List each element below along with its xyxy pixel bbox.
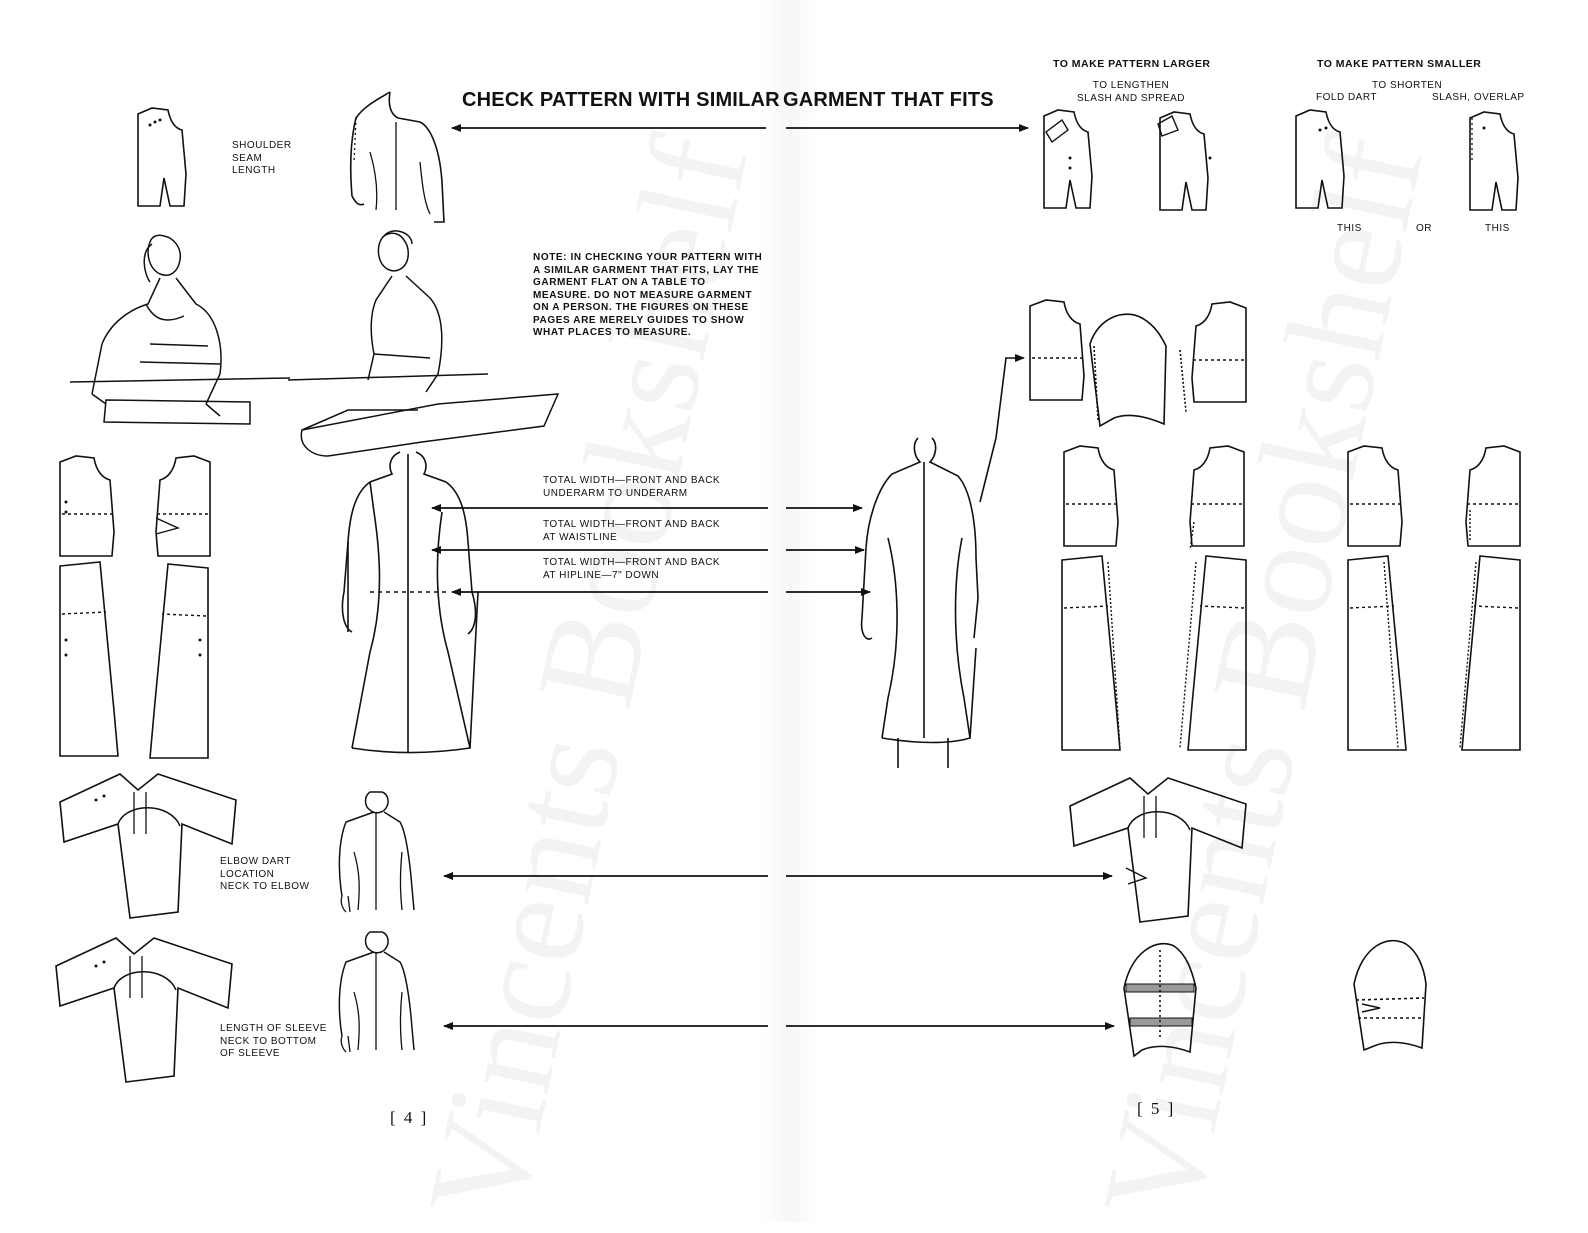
page-title-right: GARMENT THAT FITS: [783, 89, 994, 111]
sleeve-length-label: LENGTH OF SLEEVE NECK TO BOTTOM OF SLEEV…: [220, 1023, 327, 1059]
measure-waistline-label: TOTAL WIDTH—FRONT AND BACK AT WAISTLINE: [543, 519, 721, 543]
measure-underarm-label: TOTAL WIDTH—FRONT AND BACK UNDERARM TO U…: [543, 475, 721, 499]
page-gutter: [760, 0, 820, 1222]
page-number-right: [ 5 ]: [1137, 1099, 1176, 1118]
page-title-left: CHECK PATTERN WITH SIMILAR: [462, 89, 780, 111]
choice-or: OR: [1416, 223, 1432, 234]
measure-hipline-label: TOTAL WIDTH—FRONT AND BACK AT HIPLINE—7"…: [543, 557, 721, 581]
fold-dart-label: FOLD DART: [1316, 92, 1377, 103]
measuring-note: NOTE: IN CHECKING YOUR PATTERN WITH A SI…: [533, 252, 763, 338]
slash-overlap-label: SLASH, OVERLAP: [1432, 92, 1525, 103]
page-number-left: [ 4 ]: [390, 1108, 429, 1127]
smaller-subheading: TO SHORTEN: [1372, 80, 1443, 91]
choice-this-right: THIS: [1485, 223, 1510, 234]
elbow-dart-label: ELBOW DART LOCATION NECK TO ELBOW: [220, 856, 310, 892]
smaller-heading: TO MAKE PATTERN SMALLER: [1317, 58, 1482, 70]
larger-subheading: TO LENGTHEN SLASH AND SPREAD: [1076, 80, 1186, 104]
shoulder-seam-label: SHOULDER SEAM LENGTH: [232, 140, 292, 176]
choice-this-left: THIS: [1337, 223, 1362, 234]
larger-heading: TO MAKE PATTERN LARGER: [1053, 58, 1211, 70]
